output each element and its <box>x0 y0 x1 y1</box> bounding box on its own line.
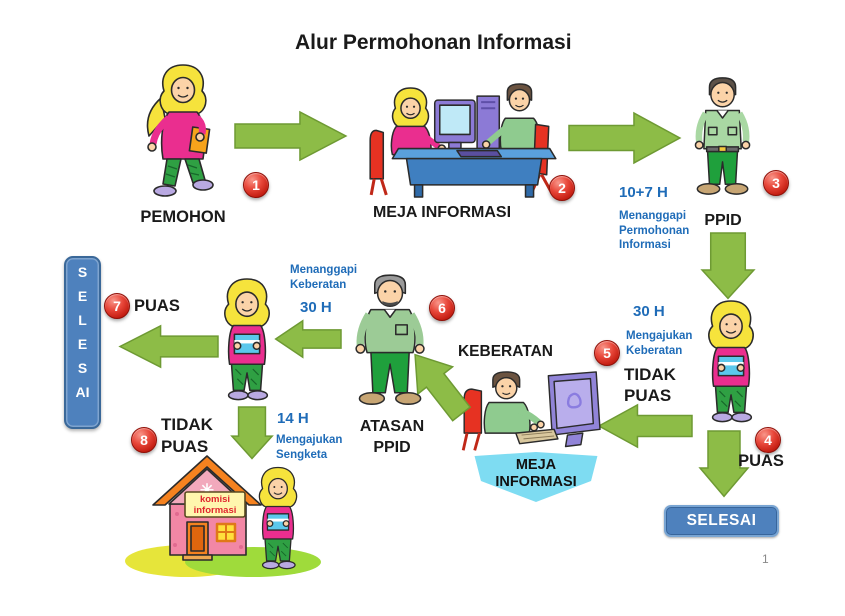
step8-note: Mengajukan Sengketa <box>276 434 343 461</box>
selesai-box-left: SELESAI <box>64 256 101 429</box>
pemohon-keberatan-figure <box>700 299 762 427</box>
meja-informasi-desk-figure <box>369 83 557 198</box>
step-8-badge: 8 <box>131 427 157 453</box>
komisi-informasi-sign: komisi informasi <box>193 494 237 516</box>
keberatan-label: KEBERATAN <box>457 343 553 360</box>
meja-informasi-banner: MEJA INFORMASI <box>474 452 598 502</box>
step3-note: Menanggapi Permohonan Informasi <box>619 210 690 251</box>
atasan-ppid-figure <box>355 274 425 405</box>
meja-informasi-operator-figure <box>461 371 601 451</box>
arrow-puas-down <box>699 431 749 497</box>
step7-duration: 30 H <box>300 299 332 316</box>
ppid-figure <box>694 77 751 195</box>
tidak-puas-right-label: TIDAK PUAS <box>624 365 676 405</box>
arrow-to-meja-informasi <box>598 404 692 448</box>
step7-note: Menanggapi Keberatan <box>290 264 358 291</box>
arrow-keberatan-to-atasan <box>396 340 479 428</box>
step-5-badge: 5 <box>594 340 620 366</box>
step-6-badge: 6 <box>429 295 455 321</box>
step3-duration: 10+7 H <box>619 184 668 201</box>
meja-informasi-label: MEJA INFORMASI <box>372 204 512 221</box>
step-1-badge: 1 <box>243 172 269 198</box>
tidak-puas-left-label: TIDAK PUAS <box>161 415 213 456</box>
page-number: 1 <box>762 552 769 566</box>
arrow-atasan-to-pemohon <box>275 320 341 358</box>
arrow-puas-to-selesai <box>119 325 218 368</box>
puas-left-label: PUAS <box>134 297 180 315</box>
pemohon-sengketa-figure <box>252 463 304 576</box>
step-2-badge: 2 <box>549 175 575 201</box>
page-title: Alur Permohonan Informasi <box>295 31 572 54</box>
pemohon-figure <box>146 64 214 197</box>
ppid-label: PPID <box>704 212 742 229</box>
pemohon-puas-figure <box>216 277 278 405</box>
pemohon-label: PEMOHON <box>140 208 226 226</box>
arrow-step1-to-step2 <box>235 111 347 161</box>
step5-duration: 30 H <box>633 303 665 320</box>
step-4-badge: 4 <box>755 427 781 453</box>
puas-right-label: PUAS <box>738 452 784 470</box>
arrow-step2-to-step3 <box>569 112 681 164</box>
meja-informasi-banner-label: MEJA INFORMASI <box>495 457 577 490</box>
selesai-box-right: SELESAI <box>664 505 779 537</box>
step8-duration: 14 H <box>277 410 309 427</box>
step5-note: Mengajukan Keberatan <box>626 330 693 357</box>
step-3-badge: 3 <box>763 170 789 196</box>
atasan-ppid-label: ATASAN PPID <box>359 418 425 456</box>
arrow-ppid-down <box>701 233 755 299</box>
step-7-badge: 7 <box>104 293 130 319</box>
arrow-sengketa-down <box>231 407 273 459</box>
